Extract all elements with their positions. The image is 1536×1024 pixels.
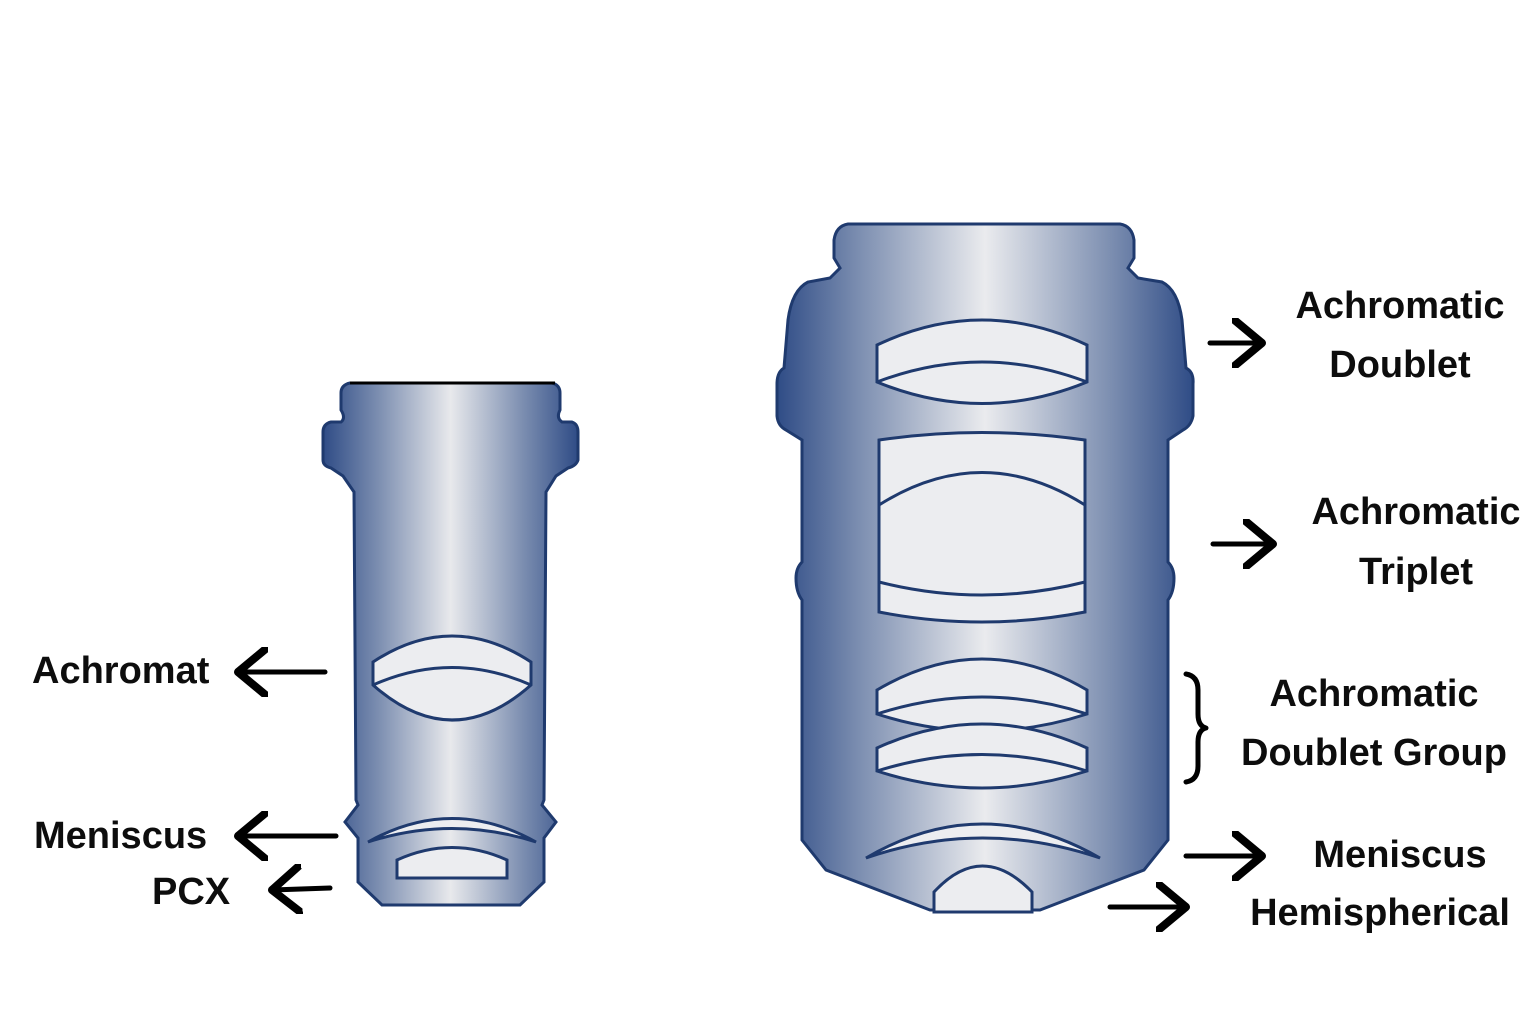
achromatic-doublet-label-line1: Achromatic (1295, 285, 1504, 327)
large-meniscus-callout: Meniscus (1183, 834, 1487, 876)
large-achromatic-triplet-lens (877, 431, 1087, 624)
large-meniscus-lens (865, 822, 1101, 860)
large-achromatic-doublet-group-lens (875, 657, 1089, 790)
achromatic-doublet-group-label-line2: Doublet Group (1241, 732, 1507, 774)
achromatic-doublet-callout: Achromatic Doublet (1207, 285, 1505, 386)
large-hemispherical-lens (932, 864, 1034, 914)
achromatic-triplet-callout: Achromatic Triplet (1210, 491, 1521, 593)
large-objective (775, 222, 1195, 914)
small-meniscus-callout: Meniscus (34, 815, 339, 857)
small-objective (321, 381, 580, 907)
small-meniscus-lens (367, 817, 537, 844)
achromatic-doublet-group-label-line1: Achromatic (1269, 673, 1478, 715)
pcx-arrow (272, 888, 333, 890)
hemispherical-label: Hemispherical (1250, 892, 1510, 934)
achromat-label: Achromat (32, 650, 210, 692)
small-achromat-lens (371, 634, 533, 722)
large-achromatic-doublet-lens (875, 318, 1089, 405)
small-pcx-lens (395, 846, 509, 880)
achromatic-doublet-label-line2: Doublet (1329, 344, 1471, 386)
small-meniscus-label: Meniscus (34, 815, 207, 857)
large-meniscus-label: Meniscus (1313, 834, 1486, 876)
pcx-label: PCX (152, 871, 231, 913)
pcx-callout: PCX (152, 871, 333, 913)
achromatic-triplet-label-line1: Achromatic (1311, 491, 1520, 533)
small-achromat-callout: Achromat (32, 650, 328, 692)
achromatic-doublet-group-callout: Achromatic Doublet Group (1183, 671, 1507, 785)
doublet-group-brace (1183, 671, 1209, 785)
achromatic-triplet-label-line2: Triplet (1359, 551, 1473, 593)
hemispherical-callout: Hemispherical (1107, 892, 1510, 934)
